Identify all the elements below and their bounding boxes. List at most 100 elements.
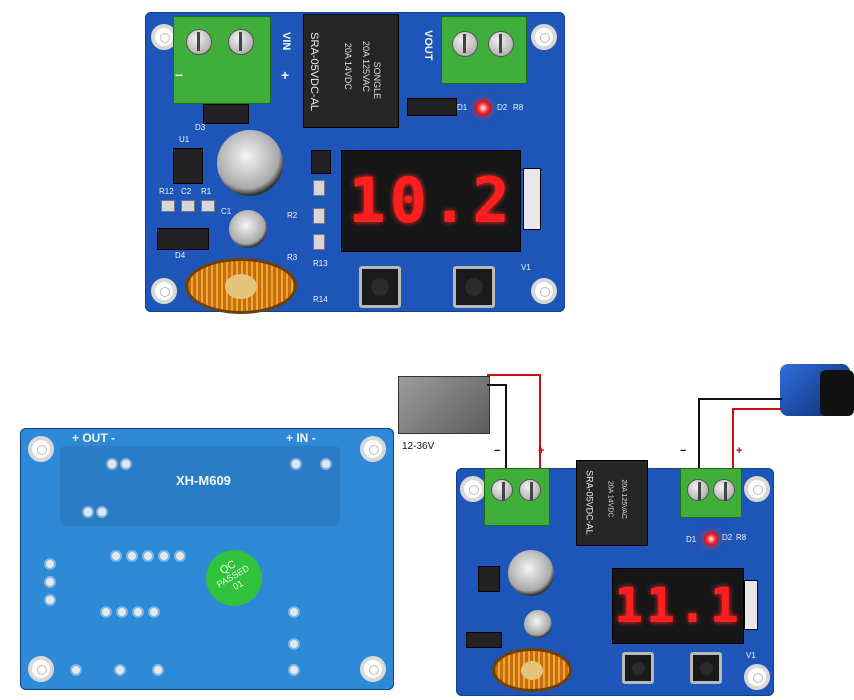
solder-pad [288,606,300,618]
diode-d4 [466,632,502,648]
c1-label: C1 [221,207,232,216]
solder-pad [110,550,122,562]
relay-rating-2: 20A 125VAC [360,40,371,92]
diode-d3 [203,104,249,124]
red-wire [732,408,782,410]
chip-u1 [478,566,500,592]
r12-label: R12 [159,187,174,196]
r1-label: R1 [201,187,212,196]
in-label: + IN - [286,431,316,445]
diode-d4 [157,228,209,250]
vout-label: VOUT [422,30,434,61]
black-wire [698,398,782,400]
r8-label: R8 [736,533,747,542]
d1-label: D1 [457,103,468,112]
screw-icon [713,479,735,501]
relay-model: SRA-05VDC-AL [584,470,595,535]
v1-label: V1 [746,651,756,660]
relay-brand: SONGLE [372,61,383,100]
plus-left: + [538,445,545,457]
d1-label: D1 [686,535,697,544]
u1-label: U1 [179,135,190,144]
screw-icon [687,479,709,501]
chip [311,150,331,174]
relay-rating-1: 20A 14VDC [606,480,614,518]
solder-pad [142,550,154,562]
solder-pad [132,606,144,618]
relay: SRA-05VDC-AL 20A 14VDC 20A 125VAC SONGLE [303,14,399,128]
red-wire [539,374,541,472]
solder-pad [116,606,128,618]
r2-label: R2 [287,211,298,220]
relay-model: SRA-05VDC-AL [308,32,321,112]
mount-hole [28,656,54,682]
out-label: + OUT - [72,431,116,445]
v1-label: V1 [521,263,531,272]
r13-label: R13 [313,259,328,268]
resistor [161,200,175,212]
left-push-button[interactable] [359,266,401,308]
screw-icon [186,29,212,55]
solder-pad [106,458,118,470]
resistor [313,208,325,224]
small-capacitor [229,210,267,248]
model-label: XH-M609 [176,473,231,488]
voltage-display: 11.1 [612,568,744,644]
resistor [201,200,215,212]
minus-right: − [680,445,687,457]
solder-pad [148,606,160,618]
black-wire [505,384,507,472]
screw-icon [519,479,541,501]
mount-hole [531,278,557,304]
solder-pad [152,664,164,676]
mount-hole [744,664,770,690]
left-push-button[interactable] [622,652,654,684]
relay: SRA-05VDC-AL 20A 14VDC 20A 125VAC [576,460,648,546]
header-pins [523,168,541,230]
mount-hole [460,476,486,502]
relay-rating-2: 20A 125VAC [619,479,627,519]
solder-pad [70,664,82,676]
mount-hole [151,24,177,50]
electrolytic-capacitor [217,130,283,196]
back-pcb-board: + OUT - + IN - XH-M609 QC PASSED 01 [20,428,394,690]
mount-hole [531,24,557,50]
plus-right: + [736,445,743,457]
battery-label: 12-36V [402,441,435,452]
input-terminal-block [484,468,550,526]
mount-hole [744,476,770,502]
plus-mark: + [281,67,290,83]
right-push-button[interactable] [453,266,495,308]
relay-rating-1: 20A 14VDC [342,42,353,90]
black-wire [698,398,700,472]
r14-label: R14 [313,295,328,304]
mount-hole [28,436,54,462]
solder-pad [100,606,112,618]
status-led [704,532,718,546]
mount-hole [360,656,386,682]
mount-hole [151,278,177,304]
minus-mark: − [175,67,184,83]
battery-block [398,376,490,434]
d2-label: D2 [497,103,508,112]
red-wire [487,374,541,376]
solder-pad [158,550,170,562]
right-push-button[interactable] [690,652,722,684]
output-terminal-block [441,16,527,84]
solder-pad [174,550,186,562]
electrolytic-capacitor [508,550,554,596]
capacitor [181,200,195,212]
output-terminal-block [680,468,742,518]
diode-d1 [407,98,457,116]
qc-passed-sticker: QC PASSED 01 [195,539,273,617]
solder-pad [288,638,300,650]
red-wire [732,408,734,472]
small-capacitor [524,610,552,638]
minus-left: − [494,445,501,457]
solder-pad [288,664,300,676]
screw-icon [488,31,514,57]
inductor-coil [185,258,297,314]
resistor [313,180,325,196]
header-pins [744,580,758,630]
top-pcb-board: VIN + − SRA-05VDC-AL 20A 14VDC 20A 125VA… [145,12,565,314]
